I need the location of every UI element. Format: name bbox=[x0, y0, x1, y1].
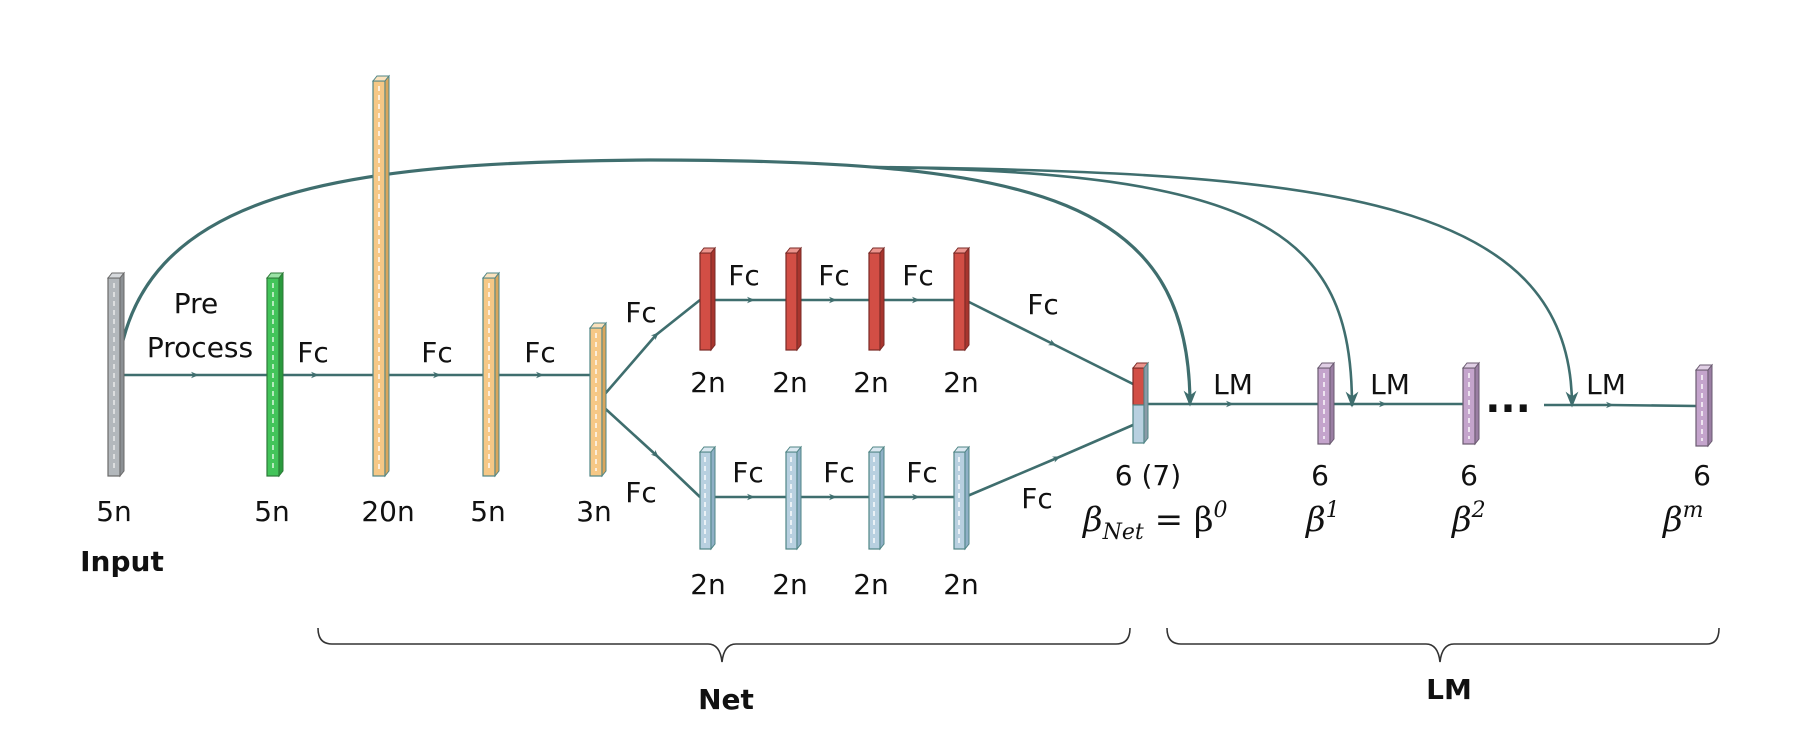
preprocess-label-line1: Pre bbox=[174, 287, 219, 320]
net-brace-label: Net bbox=[698, 683, 754, 716]
layer-size-label: 5n bbox=[470, 495, 506, 528]
lm-size-label: 6 bbox=[1460, 459, 1478, 492]
input-title: Input bbox=[80, 545, 164, 578]
input-layer bbox=[106, 271, 126, 478]
fc-label: Fc bbox=[1027, 288, 1059, 321]
red-branch-layer-2 bbox=[784, 246, 803, 352]
layer-size-label: 5n bbox=[254, 495, 290, 528]
branch-size-label: 2n bbox=[772, 366, 808, 399]
branch-size-label: 2n bbox=[690, 568, 726, 601]
fc-label: Fc bbox=[906, 456, 938, 489]
fc-label: Fc bbox=[902, 259, 934, 292]
lm-layer-2 bbox=[1461, 361, 1481, 446]
beta-m-label: βm bbox=[1661, 498, 1704, 540]
ellipsis: ... bbox=[1485, 376, 1531, 422]
size-labels: 5n Input 5n 20n 5n 3n 2n 2n 2n 2n 2n 2n … bbox=[80, 366, 1711, 601]
skip-connection-lm-2 bbox=[869, 165, 1579, 408]
fc-label: Fc bbox=[732, 456, 764, 489]
preprocess-layer bbox=[265, 271, 285, 478]
branch-size-label: 2n bbox=[853, 568, 889, 601]
connector-blue-merge bbox=[964, 423, 1134, 499]
branch-size-label: 2n bbox=[943, 568, 979, 601]
fc-layer-20n bbox=[371, 74, 391, 478]
input-size-label: 5n bbox=[96, 495, 132, 528]
connector-split-red bbox=[597, 298, 701, 403]
lm-brace bbox=[1166, 627, 1720, 663]
braces: Net LM bbox=[317, 627, 1720, 716]
lm-brace-label: LM bbox=[1426, 673, 1472, 706]
red-branch-layer-3 bbox=[867, 246, 886, 352]
lm-label: LM bbox=[1586, 368, 1626, 401]
connectors bbox=[115, 158, 1697, 501]
layer-size-label: 20n bbox=[361, 495, 414, 528]
layers bbox=[106, 74, 1714, 551]
fc-label: Fc bbox=[1021, 482, 1053, 515]
preprocess-label-line2: Process bbox=[147, 331, 253, 364]
fc-label: Fc bbox=[818, 259, 850, 292]
layer-size-label: 3n bbox=[576, 495, 612, 528]
branch-size-label: 2n bbox=[853, 366, 889, 399]
blue-branch-layer-3 bbox=[867, 445, 886, 551]
branch-size-label: 2n bbox=[772, 568, 808, 601]
connector-red-merge bbox=[964, 298, 1134, 386]
fc-label: Fc bbox=[421, 336, 453, 369]
beta-1-label: β1 bbox=[1304, 498, 1340, 540]
blue-branch-layer-2 bbox=[784, 445, 803, 551]
red-branch-layer-1 bbox=[698, 246, 717, 352]
blue-branch-layer-4 bbox=[952, 445, 971, 551]
lm-size-label: 6 bbox=[1693, 459, 1711, 492]
net-brace bbox=[317, 627, 1131, 663]
fc-label: Fc bbox=[728, 259, 760, 292]
connector-split-blue bbox=[597, 401, 701, 498]
lm-layer-m bbox=[1694, 363, 1714, 448]
fc-label: Fc bbox=[625, 476, 657, 509]
branch-size-label: 2n bbox=[943, 366, 979, 399]
branch-size-label: 2n bbox=[690, 366, 726, 399]
lm-layer-1 bbox=[1316, 361, 1336, 446]
merge-size-label: 6 (7) bbox=[1115, 459, 1181, 492]
skip-connection-lm-0 bbox=[115, 158, 1197, 407]
skip-connection-lm-1 bbox=[869, 165, 1359, 408]
fc-layer-3n bbox=[588, 321, 608, 478]
fc-label: Fc bbox=[524, 336, 556, 369]
fc-label: Fc bbox=[625, 296, 657, 329]
fc-layer-5n bbox=[481, 271, 501, 478]
red-branch-layer-4 bbox=[952, 246, 971, 352]
edge-labels: Pre Process Fc Fc Fc Fc Fc Fc Fc Fc Fc F… bbox=[147, 259, 1626, 515]
beta-net-label: βNet = β0 bbox=[1081, 498, 1228, 545]
lm-label: LM bbox=[1213, 368, 1253, 401]
merge-layer bbox=[1131, 361, 1150, 445]
beta-2-label: β2 bbox=[1450, 498, 1486, 540]
fc-label: Fc bbox=[297, 336, 329, 369]
blue-branch-layer-1 bbox=[698, 445, 717, 551]
connector-lm-3 bbox=[1544, 401, 1697, 409]
lm-label: LM bbox=[1370, 368, 1410, 401]
lm-size-label: 6 bbox=[1311, 459, 1329, 492]
fc-label: Fc bbox=[823, 456, 855, 489]
